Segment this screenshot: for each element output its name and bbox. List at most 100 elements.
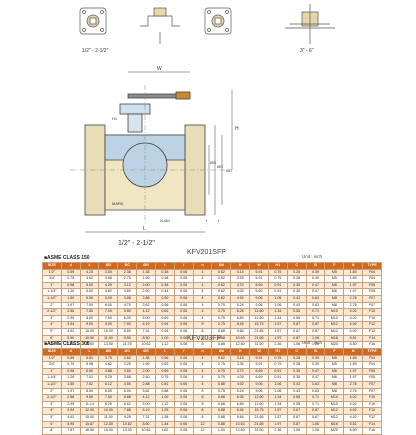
table-cell: 0.43 bbox=[286, 380, 307, 389]
table-cell: 0.69 bbox=[154, 367, 175, 376]
table-cell: 3.50 bbox=[117, 288, 138, 296]
table-cell: 0.87 bbox=[305, 407, 326, 415]
column-header: n bbox=[192, 262, 213, 270]
table-cell: M8 bbox=[324, 301, 345, 310]
table-cell: 8 bbox=[192, 387, 213, 396]
top-view-mounting-pad-2 bbox=[204, 7, 232, 35]
table-cell: 0.63 bbox=[305, 387, 326, 396]
column-header: Ød bbox=[211, 348, 232, 356]
table-cell: 12.60 bbox=[249, 308, 269, 316]
table-cell: 1.57 bbox=[267, 321, 288, 329]
column-header: ØG bbox=[136, 348, 156, 356]
table-cell: F16 bbox=[362, 341, 382, 349]
valve-main-view bbox=[70, 71, 233, 233]
table2-model: KFV203FP bbox=[187, 335, 222, 342]
table-cell: 1.38 bbox=[136, 354, 156, 363]
table-cell: 12.60 bbox=[249, 394, 269, 402]
table-cell: 0.62 bbox=[211, 288, 232, 296]
table-cell: 7.50 bbox=[117, 321, 138, 329]
table-cell: 0.35 bbox=[286, 288, 307, 296]
table-cell: 6.26 bbox=[230, 308, 251, 316]
table-cell: 0.71 bbox=[305, 400, 326, 409]
table-cell: 1.97 bbox=[343, 367, 364, 376]
table-cell: 0.06 bbox=[173, 321, 194, 329]
table-cell: 12.60 bbox=[249, 400, 269, 409]
table-cell: 0.39 bbox=[305, 275, 326, 283]
table-cell: 0.88 bbox=[154, 387, 175, 396]
table-cell: 1.57 bbox=[267, 413, 288, 422]
table-cell: 1.97 bbox=[60, 387, 81, 396]
table-cell: 0.35 bbox=[286, 281, 307, 290]
table-cell: M20 bbox=[324, 427, 345, 435]
table-cell: 4.62 bbox=[98, 288, 119, 296]
table-cell: 0.06 bbox=[173, 308, 194, 316]
table-cell: 9.06 bbox=[249, 387, 269, 396]
table-cell: 6" bbox=[42, 420, 62, 429]
table-cell: 15.75 bbox=[249, 407, 269, 415]
table-cell: 0.62 bbox=[211, 275, 232, 283]
table-cell: 1.97 bbox=[60, 301, 81, 310]
column-header: d bbox=[60, 348, 81, 356]
table-cell: 3.88 bbox=[117, 294, 138, 303]
table-cell: 2.88 bbox=[136, 380, 156, 389]
table-cell: 1.26 bbox=[305, 427, 326, 435]
table-cell: 4 bbox=[192, 281, 213, 290]
table-cell: 3.62 bbox=[136, 387, 156, 396]
table-cell: F14 bbox=[362, 420, 382, 429]
table-cell: 7.50 bbox=[98, 314, 119, 323]
table-cell: 2-1/2" bbox=[42, 394, 62, 402]
table-cell: 0.06 bbox=[173, 275, 194, 283]
table-cell: 1-1/4" bbox=[42, 374, 62, 382]
table-cell: 8 bbox=[192, 400, 213, 409]
table-cell: 1.00 bbox=[154, 394, 175, 402]
table-cell: F12 bbox=[362, 407, 382, 415]
table-cell: 4.50 bbox=[117, 380, 138, 389]
table-cell: 4.92 bbox=[230, 380, 251, 389]
table-cell: 9.06 bbox=[249, 380, 269, 389]
table-cell: 0.69 bbox=[154, 314, 175, 323]
column-header: H1 bbox=[267, 348, 288, 356]
table-cell: 0.91 bbox=[267, 281, 288, 290]
column-header: B bbox=[305, 348, 326, 356]
table-cell: 5.00 bbox=[136, 400, 156, 409]
column-header: ØD bbox=[98, 348, 119, 356]
table-cell: 2" bbox=[42, 387, 62, 396]
table-cell: 16.50 bbox=[79, 427, 100, 435]
table-cell: 0.47 bbox=[305, 374, 326, 382]
table-cell: 0.47 bbox=[305, 288, 326, 296]
table-cell: 6.69 bbox=[249, 374, 269, 382]
table-cell: 0.75 bbox=[211, 361, 232, 369]
column-header: t bbox=[154, 262, 175, 270]
column-header: H bbox=[230, 348, 251, 356]
table-cell: 0.75 bbox=[267, 361, 288, 369]
table-cell: 7.00 bbox=[98, 308, 119, 316]
table-cell: 0.71 bbox=[305, 308, 326, 316]
table-cell: 2.99 bbox=[60, 400, 81, 409]
column-header: L bbox=[79, 262, 100, 270]
table-cell: 5.24 bbox=[230, 301, 251, 310]
table-cell: 5.91 bbox=[249, 354, 269, 363]
table-cell: 6.69 bbox=[249, 281, 269, 290]
table-cell: 0.87 bbox=[286, 420, 307, 429]
table-cell: M6 bbox=[324, 288, 345, 296]
table-cell: F10 bbox=[362, 308, 382, 316]
table-cell: 4 bbox=[192, 308, 213, 316]
table-cell: 0.06 bbox=[173, 314, 194, 323]
table-cell: 15.00 bbox=[98, 427, 119, 435]
table-cell: 4" bbox=[42, 321, 62, 329]
table-cell: 0.06 bbox=[173, 281, 194, 290]
table-cell: 3.35 bbox=[230, 361, 251, 369]
table-cell: 1.26 bbox=[60, 374, 81, 382]
column-header: N bbox=[343, 262, 364, 270]
table-cell: 1.34 bbox=[267, 308, 288, 316]
table-cell: M6 bbox=[324, 374, 345, 382]
top-view-mounting-pad-1 bbox=[79, 7, 107, 35]
table-cell: 4.12 bbox=[136, 394, 156, 402]
table-cell: 0.71 bbox=[305, 394, 326, 402]
table-cell: 0.88 bbox=[211, 400, 232, 409]
